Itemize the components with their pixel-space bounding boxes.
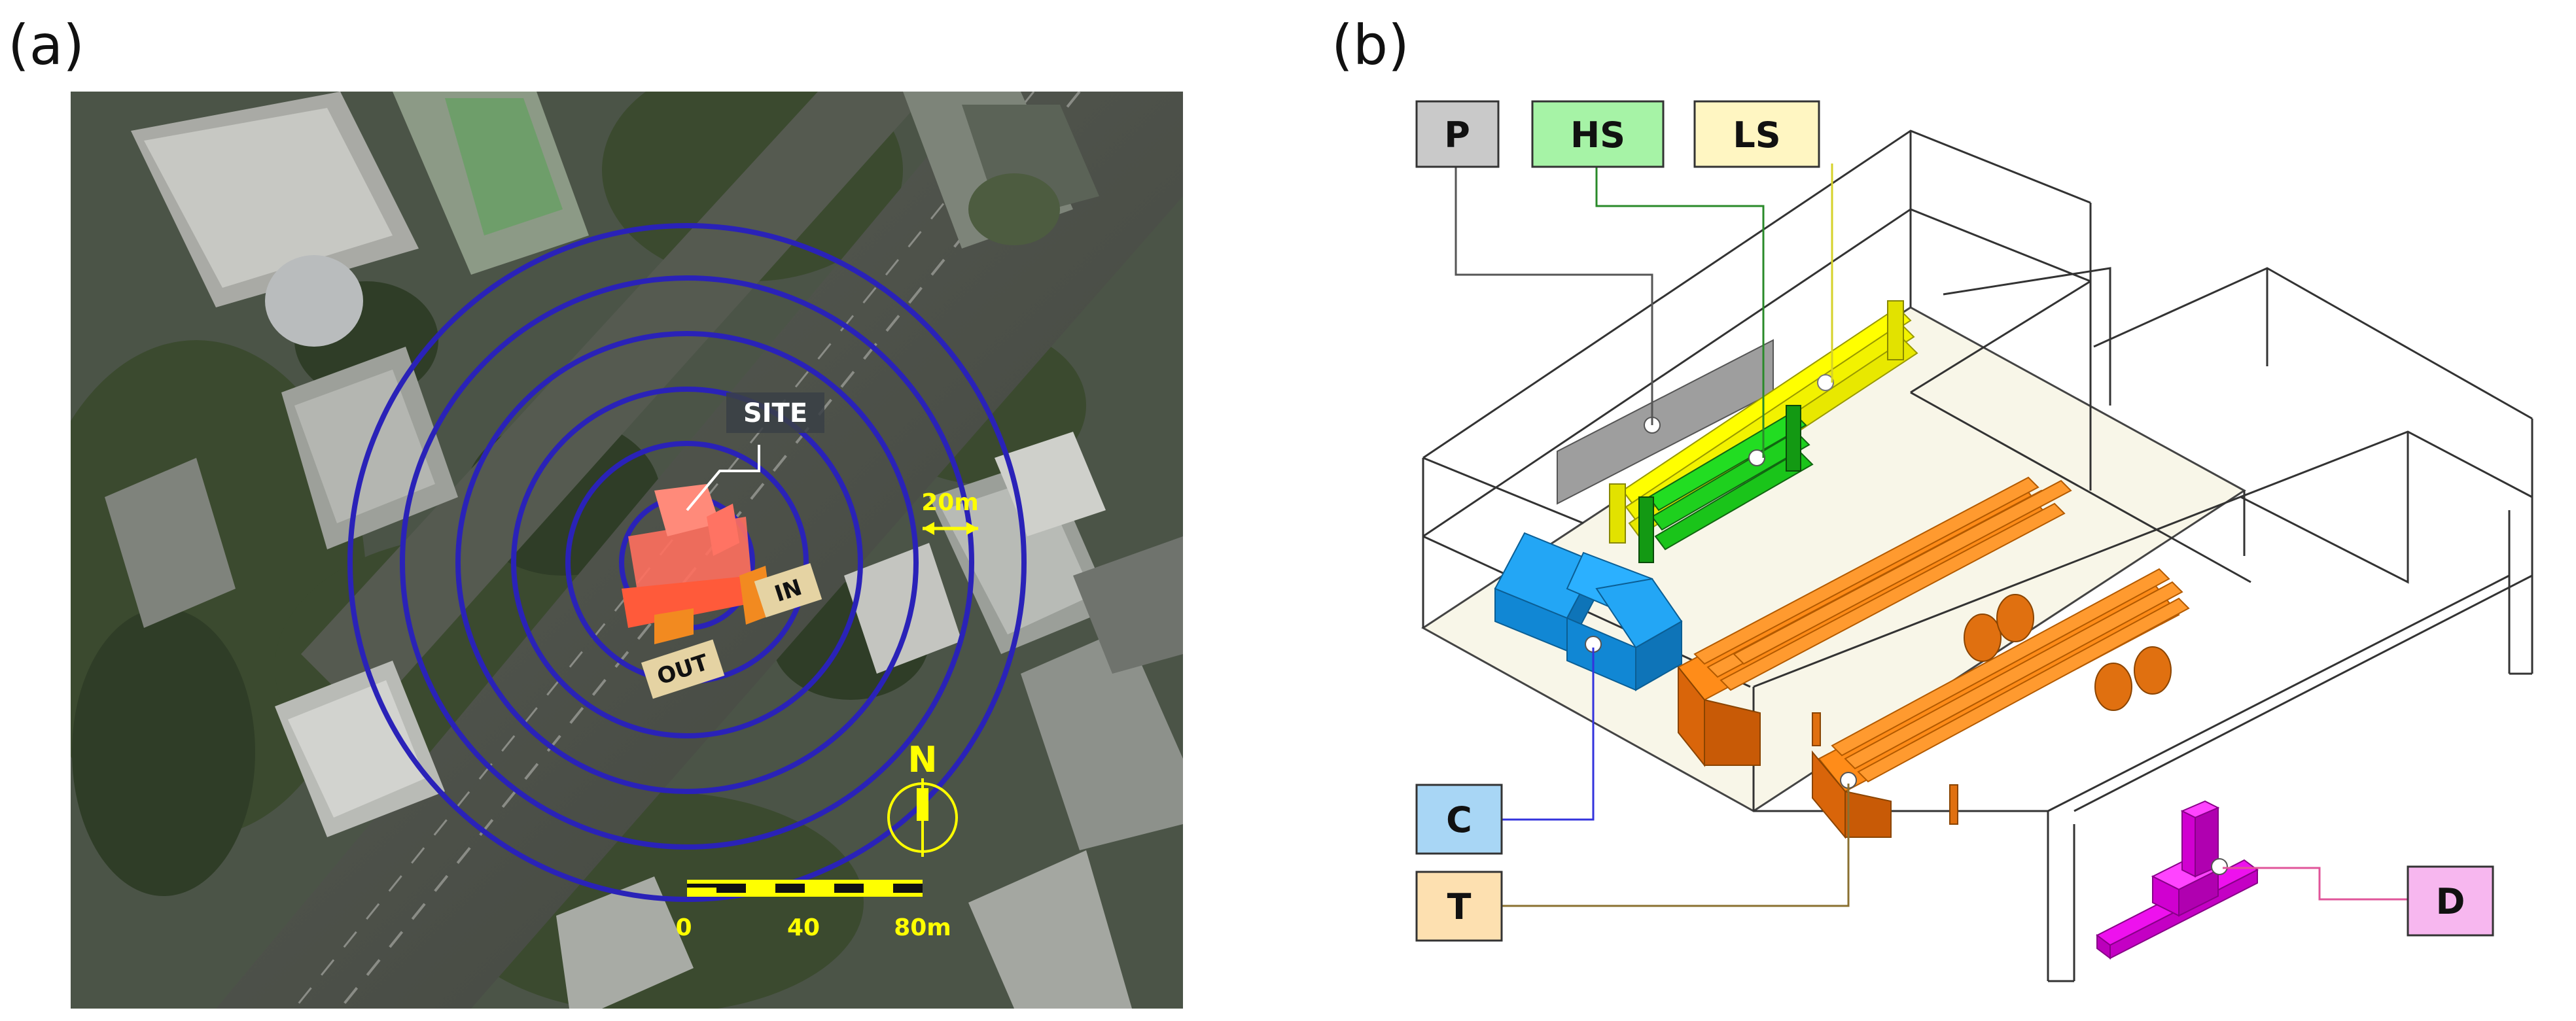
out-tag: OUT — [641, 639, 725, 699]
svg-text:P: P — [1444, 114, 1470, 156]
c-leader — [1502, 648, 1595, 821]
ring-spacing-marker: 20m — [921, 489, 979, 535]
green-poles — [1638, 405, 1814, 563]
tag-d: D — [2407, 865, 2494, 937]
d-marker — [2211, 858, 2228, 875]
svg-text:T: T — [1447, 886, 1472, 927]
north-label: N — [908, 739, 937, 780]
ring-spacing-label: 20m — [921, 489, 979, 516]
buildings — [105, 92, 1183, 1009]
tag-c: C — [1415, 784, 1503, 855]
ring-6 — [347, 223, 1027, 902]
scale-label-0: 0 — [675, 914, 692, 941]
svg-text:LS: LS — [1733, 114, 1780, 156]
d-leader — [2223, 867, 2408, 901]
3d-schematic: P HS LS C T D — [1415, 100, 2533, 982]
scale-label-80m: 80m — [894, 914, 951, 941]
north-arrow: N — [887, 739, 958, 857]
hs-leader — [1595, 167, 1765, 458]
site-label: SITE — [743, 398, 807, 428]
t-leader — [1502, 784, 1850, 907]
panel-b-label: (b) — [1332, 13, 1409, 77]
tag-hs: HS — [1531, 100, 1665, 168]
ring-3 — [511, 387, 863, 738]
ring-4 — [455, 331, 919, 794]
truck-cab — [1494, 532, 1683, 691]
in-tag: IN — [754, 563, 822, 617]
panel-a-label: (a) — [8, 13, 85, 77]
tag-p: P — [1415, 100, 1500, 168]
site-label-box — [726, 392, 824, 433]
pipe-stacks — [1677, 476, 2190, 839]
tag-t: T — [1415, 871, 1503, 942]
ring-5 — [400, 275, 974, 850]
p-leader — [1455, 167, 1653, 425]
tag-ls: LS — [1693, 100, 1820, 168]
scale-bar: 0 40 80m — [675, 880, 951, 941]
svg-text:HS: HS — [1570, 114, 1625, 156]
svg-text:D: D — [2436, 881, 2465, 922]
building-wireframe — [1422, 130, 2533, 982]
scale-label-40: 40 — [787, 914, 820, 941]
aerial-map: SITE OUT IN 20m N — [71, 92, 1183, 1009]
svg-text:C: C — [1446, 799, 1472, 840]
detector-device — [2096, 800, 2259, 960]
site-leader-line — [686, 445, 760, 511]
